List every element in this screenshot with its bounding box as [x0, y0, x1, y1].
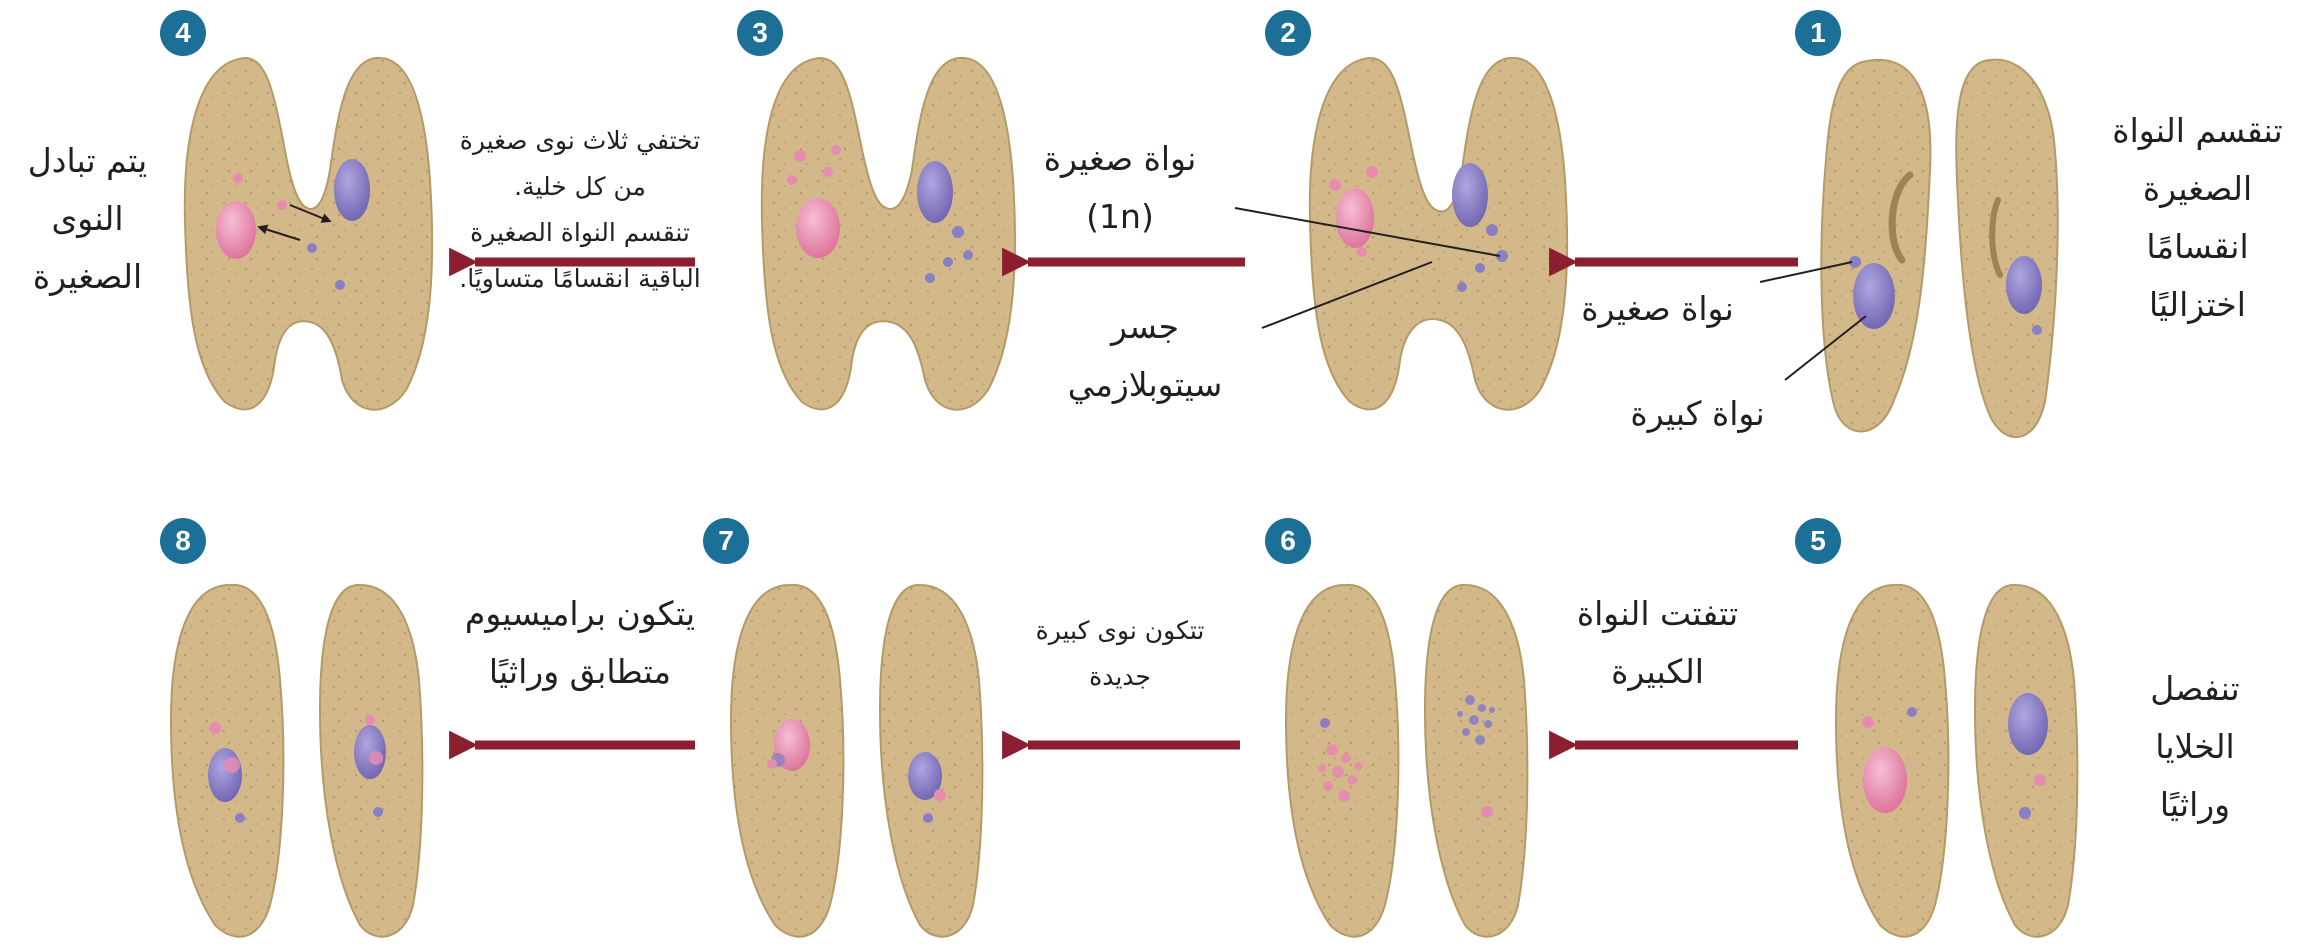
- macronucleus-1: [1853, 263, 1895, 329]
- label-macronucleus-1: نواة كبيرة: [1595, 385, 1800, 443]
- step-badge-6: 6: [1265, 518, 1311, 564]
- stage-8-cells: [171, 585, 422, 937]
- pink-macronucleus-3: [796, 198, 840, 258]
- purple-macronucleus-3: [917, 161, 953, 223]
- purple-macronucleus-5: [2008, 693, 2048, 755]
- stage-7-cells: [731, 585, 982, 937]
- step-badge-8: 8: [160, 518, 206, 564]
- stage-5-cells: [1836, 585, 2077, 937]
- step-badge-3: 3: [737, 10, 783, 56]
- step-badge-5: 5: [1795, 518, 1841, 564]
- pink-macronucleus-2: [1336, 188, 1374, 248]
- step-badge-7: 7: [703, 518, 749, 564]
- label-micronucleus-2: نواة صغيرة (1n): [1010, 130, 1230, 246]
- stage-1-cells: [1821, 60, 2057, 437]
- macronucleus-8b: [354, 725, 386, 779]
- step-badge-4: 4: [160, 10, 206, 56]
- cell-1-left: [1821, 60, 1930, 432]
- step-5-description: تنفصل الخلايا وراثيًا: [2110, 660, 2280, 834]
- macronucleus-1b: [2006, 256, 2042, 314]
- label-micronucleus-1: نواة صغيرة: [1555, 280, 1760, 338]
- cell-1-right: [1956, 60, 2057, 437]
- macronucleus-8a: [208, 748, 242, 802]
- step-8-description: يتكون براميسيوم متطابق وراثيًا: [440, 585, 720, 701]
- step-4-description: يتم تبادل النوى الصغيرة: [0, 132, 175, 306]
- stage-4-cells: [185, 58, 432, 410]
- cell-6-right: [1425, 585, 1527, 937]
- cell-5-right: [1975, 585, 2077, 937]
- pink-macronucleus-4: [216, 201, 256, 259]
- pink-macronucleus-5: [1863, 747, 1907, 813]
- step-3-description: تختفي ثلاث نوى صغيرة من كل خلية. تنقسم ا…: [415, 118, 745, 302]
- stage-2-cells: [1310, 58, 1567, 410]
- stage-3-cells: [762, 58, 1015, 410]
- micronucleus-1b: [2032, 325, 2042, 335]
- label-cytoplasmic-bridge: جسر سيتوبلازمي: [1040, 298, 1250, 414]
- purple-macronucleus-4: [334, 159, 370, 221]
- step-badge-1: 1: [1795, 10, 1841, 56]
- step-6-description: تتفتت النواة الكبيرة: [1545, 585, 1770, 701]
- step-7-description: تتكون نوى كبيرة جديدة: [995, 608, 1245, 700]
- step-1-description: تنقسم النواة الصغيرة انقسامًا اختزاليًا: [2095, 102, 2300, 334]
- purple-macronucleus-2: [1452, 163, 1488, 227]
- stage-6-cells: [1286, 585, 1527, 937]
- step-badge-2: 2: [1265, 10, 1311, 56]
